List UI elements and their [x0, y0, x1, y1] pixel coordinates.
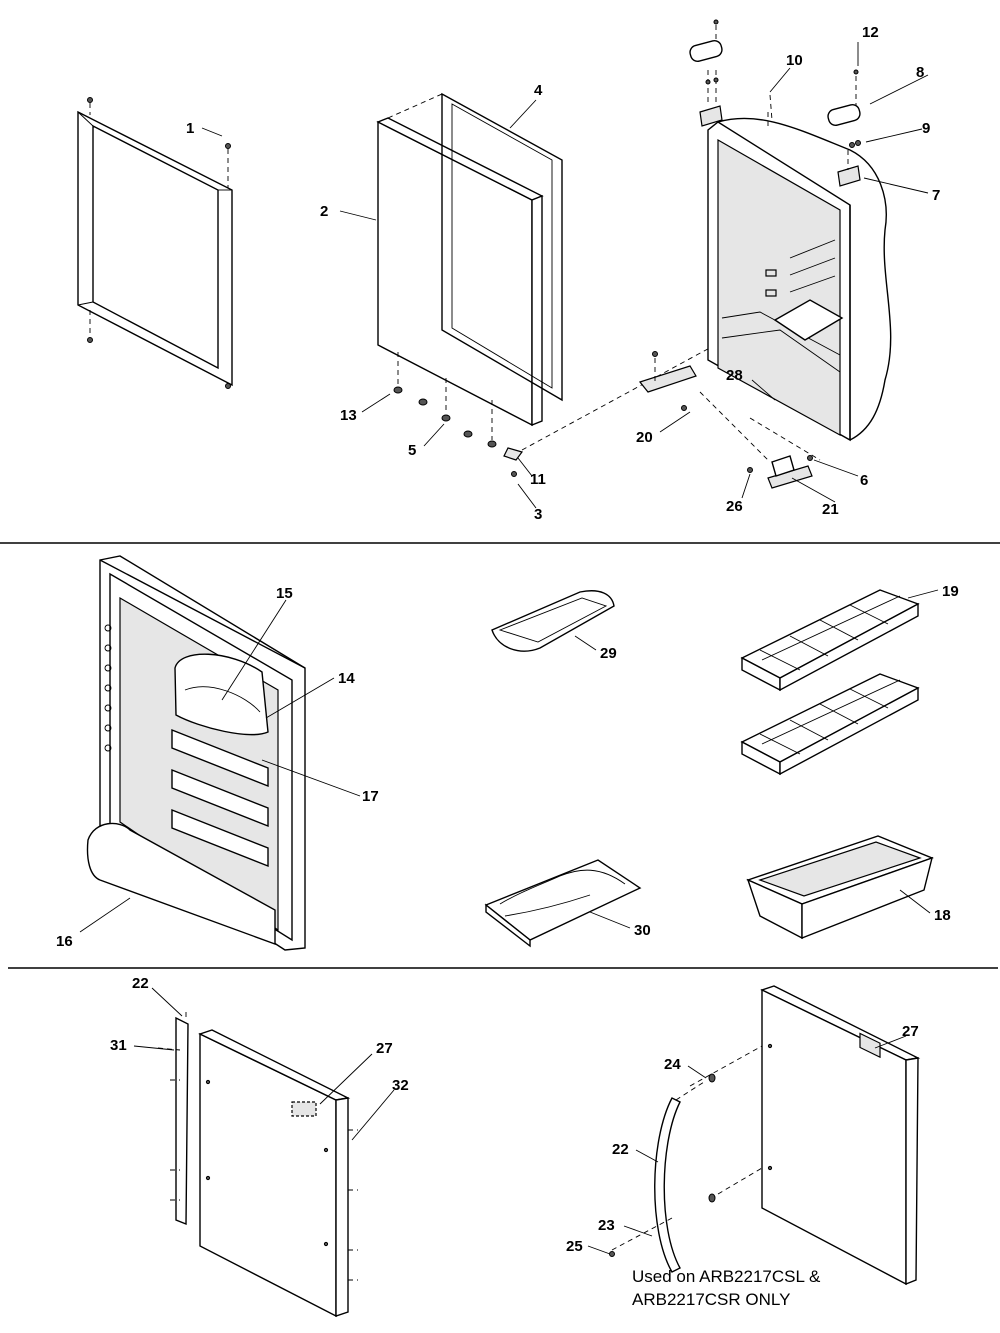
tray-part — [491, 590, 615, 652]
gasket-part — [387, 92, 563, 402]
callout-23: 23 — [598, 1217, 615, 1234]
callout-10: 10 — [786, 52, 803, 69]
callout-5: 5 — [408, 442, 416, 459]
callout-4: 4 — [534, 82, 543, 99]
callout-24: 24 — [664, 1056, 681, 1073]
callout-27-left: 27 — [376, 1040, 393, 1057]
egg-tray-part — [484, 859, 642, 948]
bottom-hinge-parts — [638, 351, 821, 489]
callout-17: 17 — [362, 788, 379, 805]
callout-26: 26 — [726, 498, 743, 515]
callout-2: 2 — [320, 203, 328, 220]
top-hinge-parts — [689, 19, 861, 187]
callout-25: 25 — [566, 1238, 583, 1255]
door-panel-left — [198, 1029, 358, 1318]
callout-7: 7 — [932, 187, 940, 204]
door-part — [376, 117, 544, 427]
bin-part — [746, 835, 934, 940]
handle-strip-part — [157, 1012, 189, 1226]
callout-9: 9 — [922, 120, 930, 137]
usage-note-line2: ARB2217CSR ONLY — [632, 1290, 790, 1309]
callout-8: 8 — [916, 64, 924, 81]
callout-22-left: 22 — [132, 975, 149, 992]
callout-32: 32 — [392, 1077, 409, 1094]
callout-6: 6 — [860, 472, 868, 489]
callout-20: 20 — [636, 429, 653, 446]
section2-leaders — [79, 589, 939, 933]
callout-22-right: 22 — [612, 1141, 629, 1158]
callout-3: 3 — [534, 506, 542, 523]
callout-21: 21 — [822, 501, 839, 518]
callout-labels: 1 2 4 13 5 11 3 10 12 8 9 7 20 28 6 21 2… — [56, 24, 959, 1255]
cabinet-part — [707, 94, 892, 442]
callout-28: 28 — [726, 367, 743, 384]
callout-13: 13 — [340, 407, 357, 424]
callout-18: 18 — [934, 907, 951, 924]
section1-leaders — [201, 42, 929, 509]
callout-15: 15 — [276, 585, 293, 602]
callout-31: 31 — [110, 1037, 127, 1054]
callout-19: 19 — [942, 583, 959, 600]
callout-16: 16 — [56, 933, 73, 950]
door-liner-part — [86, 555, 306, 951]
callout-29: 29 — [600, 645, 617, 662]
callout-30: 30 — [634, 922, 651, 939]
usage-note-line1: Used on ARB2217CSL & — [632, 1267, 821, 1286]
ice-tray-lower — [740, 673, 920, 776]
callout-11: 11 — [530, 471, 546, 488]
section3-leaders — [133, 987, 907, 1255]
handle-right-part — [609, 1045, 763, 1273]
door-panel-right — [760, 985, 921, 1286]
callout-12: 12 — [862, 24, 879, 41]
callout-27-right: 27 — [902, 1023, 919, 1040]
ice-tray-upper — [740, 589, 920, 692]
door-frame-part — [77, 97, 233, 389]
callout-14: 14 — [338, 670, 355, 687]
callout-1: 1 — [186, 120, 194, 137]
